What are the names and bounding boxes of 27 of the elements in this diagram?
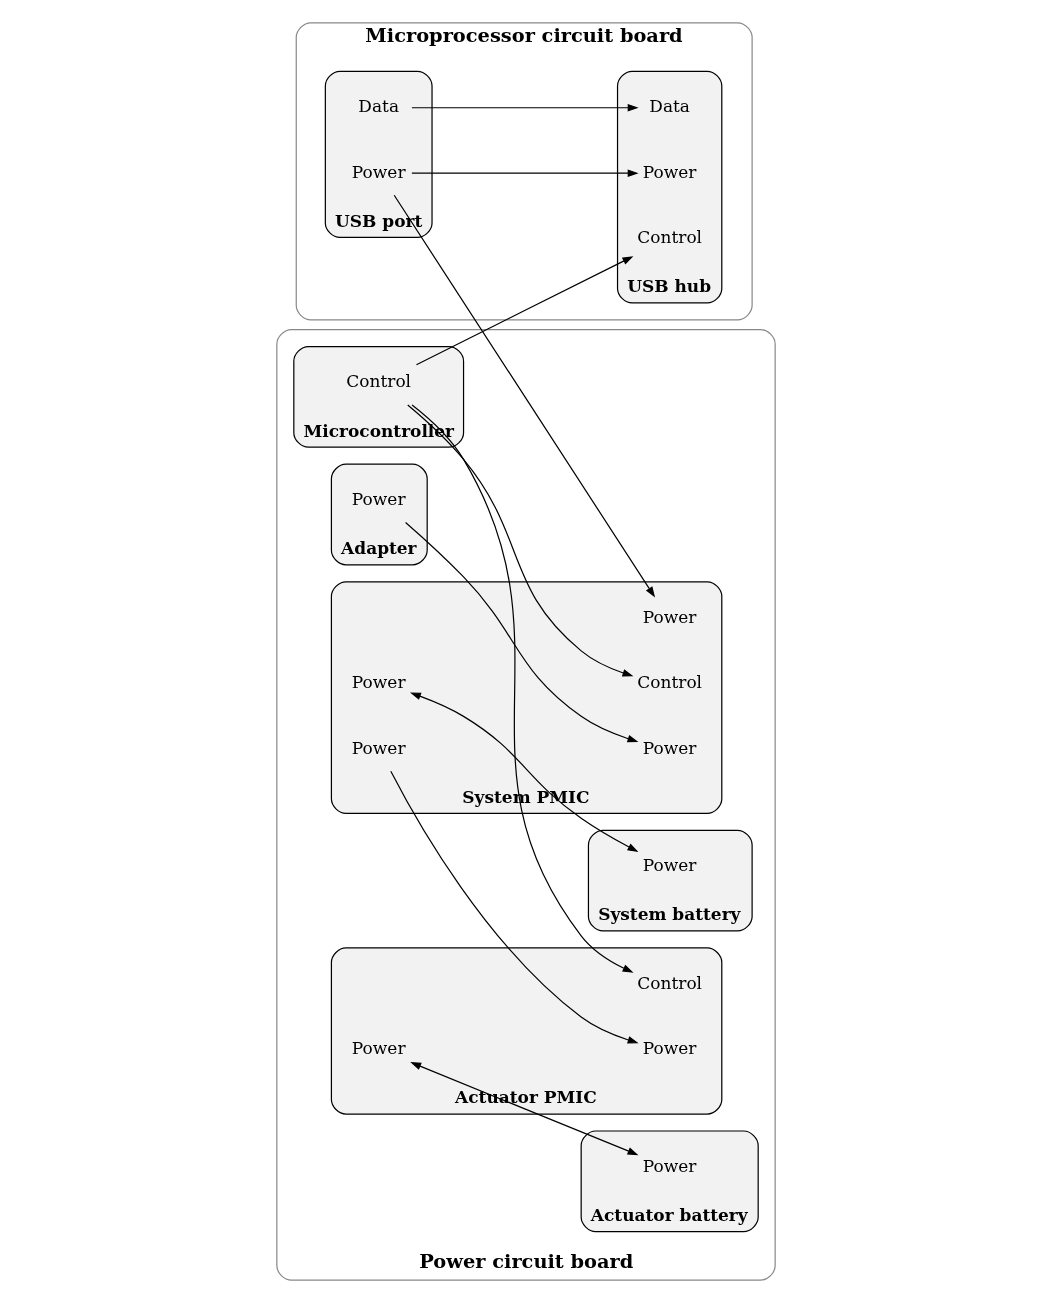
arrow <box>404 521 638 743</box>
node-text: Power <box>642 1038 696 1059</box>
arrow <box>393 194 655 598</box>
node-text: Power <box>642 1155 696 1176</box>
node-text: Control <box>636 672 702 693</box>
arrow <box>406 404 633 677</box>
arrow <box>409 692 638 852</box>
node-text: Power <box>351 161 405 182</box>
arrow <box>415 256 633 366</box>
node-text: Power <box>351 1038 405 1059</box>
node-text: Control <box>636 972 702 993</box>
node-text: Power <box>642 855 696 876</box>
node-text: Power <box>642 606 696 627</box>
arrow <box>409 1062 638 1156</box>
node-text: Control <box>345 371 411 392</box>
node-text: Power <box>351 737 405 758</box>
node-text: Power <box>642 161 696 182</box>
arrow <box>410 404 634 973</box>
node-text: Data <box>357 96 399 117</box>
node-text: Power <box>351 672 405 693</box>
node-text: Power <box>642 737 696 758</box>
node-text: Control <box>636 227 702 248</box>
node-text: Power <box>351 489 405 510</box>
arrow <box>410 103 639 112</box>
node-text: Data <box>648 96 690 117</box>
arrow <box>389 770 639 1044</box>
arrow <box>410 169 639 178</box>
